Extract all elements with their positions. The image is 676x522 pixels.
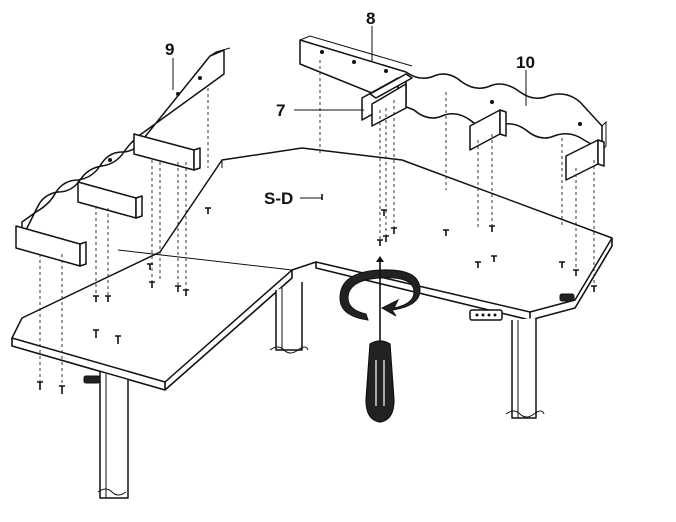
- alignment-guides: [39, 60, 595, 390]
- clamp-right-icon: [559, 293, 575, 302]
- leg-front-left: [97, 372, 129, 499]
- leg-right: [505, 318, 545, 419]
- modesty-panel-8: [299, 35, 607, 181]
- label-panel-8: 8: [366, 9, 375, 28]
- desk-legs: [83, 282, 575, 499]
- desk-top: [11, 147, 613, 391]
- screws: [37, 207, 597, 394]
- rotation-arrow-icon: [339, 269, 421, 321]
- callout-leaders: [172, 26, 527, 200]
- label-screw-sd: S-D: [264, 189, 293, 208]
- bracket-7: [361, 73, 413, 127]
- clamp-left-icon: [83, 375, 101, 384]
- modesty-panel-9: [15, 47, 231, 267]
- control-panel: [469, 309, 503, 321]
- label-bracket-7: 7: [276, 101, 285, 120]
- leg-middle: [269, 282, 309, 354]
- label-panel-9: 9: [165, 40, 174, 59]
- screwdriver-icon: [365, 256, 395, 423]
- label-panel-10: 10: [516, 53, 535, 72]
